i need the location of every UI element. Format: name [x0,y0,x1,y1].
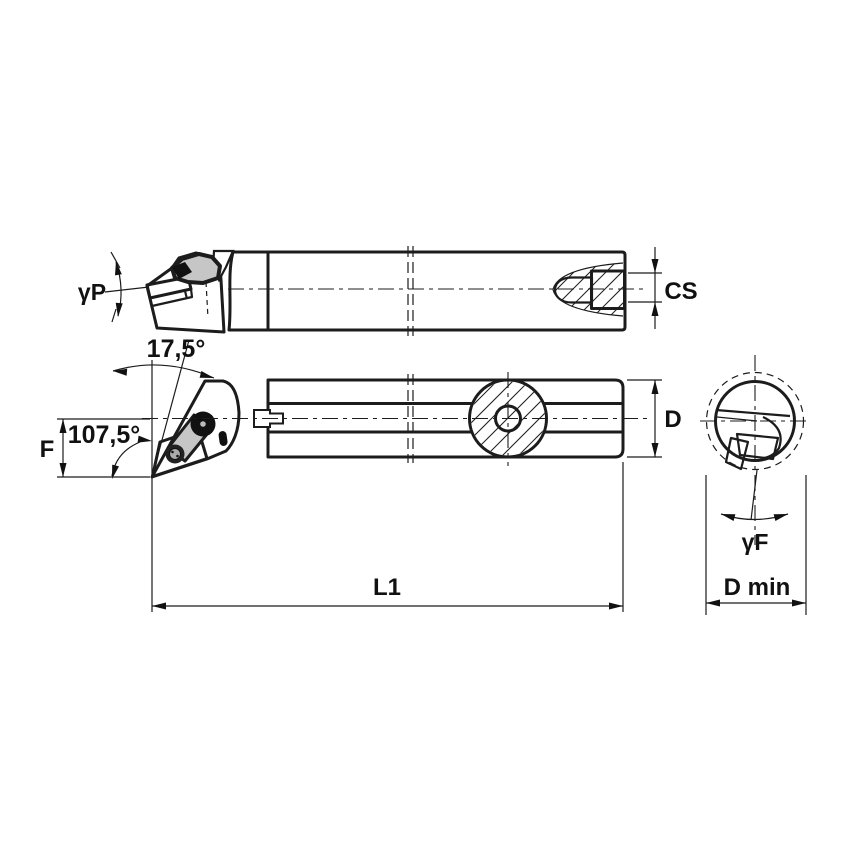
side-view-shank [227,250,627,332]
gammaP-label: γP [78,279,106,305]
hidden-line [205,281,209,319]
gammaF-label: γF [742,529,769,555]
angle17-label: 17,5° [147,335,206,363]
l1-dimension: L1 [152,462,624,612]
insert-pocket-end-view [735,432,780,461]
insert-end-view [724,436,750,471]
plan-view-shank [266,378,625,459]
d-dimension: D [627,379,682,458]
clamp-finger [172,262,192,279]
rear-slot [553,269,626,310]
plan-view-head [150,379,241,479]
shim-side-view [148,287,194,308]
angle17-annotation: 17,5° [112,335,215,612]
dmin-label: D min [724,574,791,601]
f-dimension: F [40,418,150,478]
dmin-dimension: D min [705,475,807,615]
cs-dimension: CS [628,247,698,329]
end-view [700,355,810,545]
coolant-slot [218,431,228,446]
clamping-bore [468,372,548,466]
f-label: F [40,436,55,463]
gammaP-annotation: γP [78,251,150,323]
side-view [145,246,648,336]
l1-label: L1 [373,574,401,601]
plan-view [142,372,650,479]
angle107-label: 107,5° [68,421,141,449]
cs-label: CS [664,278,697,305]
angle107-annotation: 107,5° [68,421,152,479]
d-label: D [664,406,681,433]
gammaF-annotation: γF [720,513,789,555]
